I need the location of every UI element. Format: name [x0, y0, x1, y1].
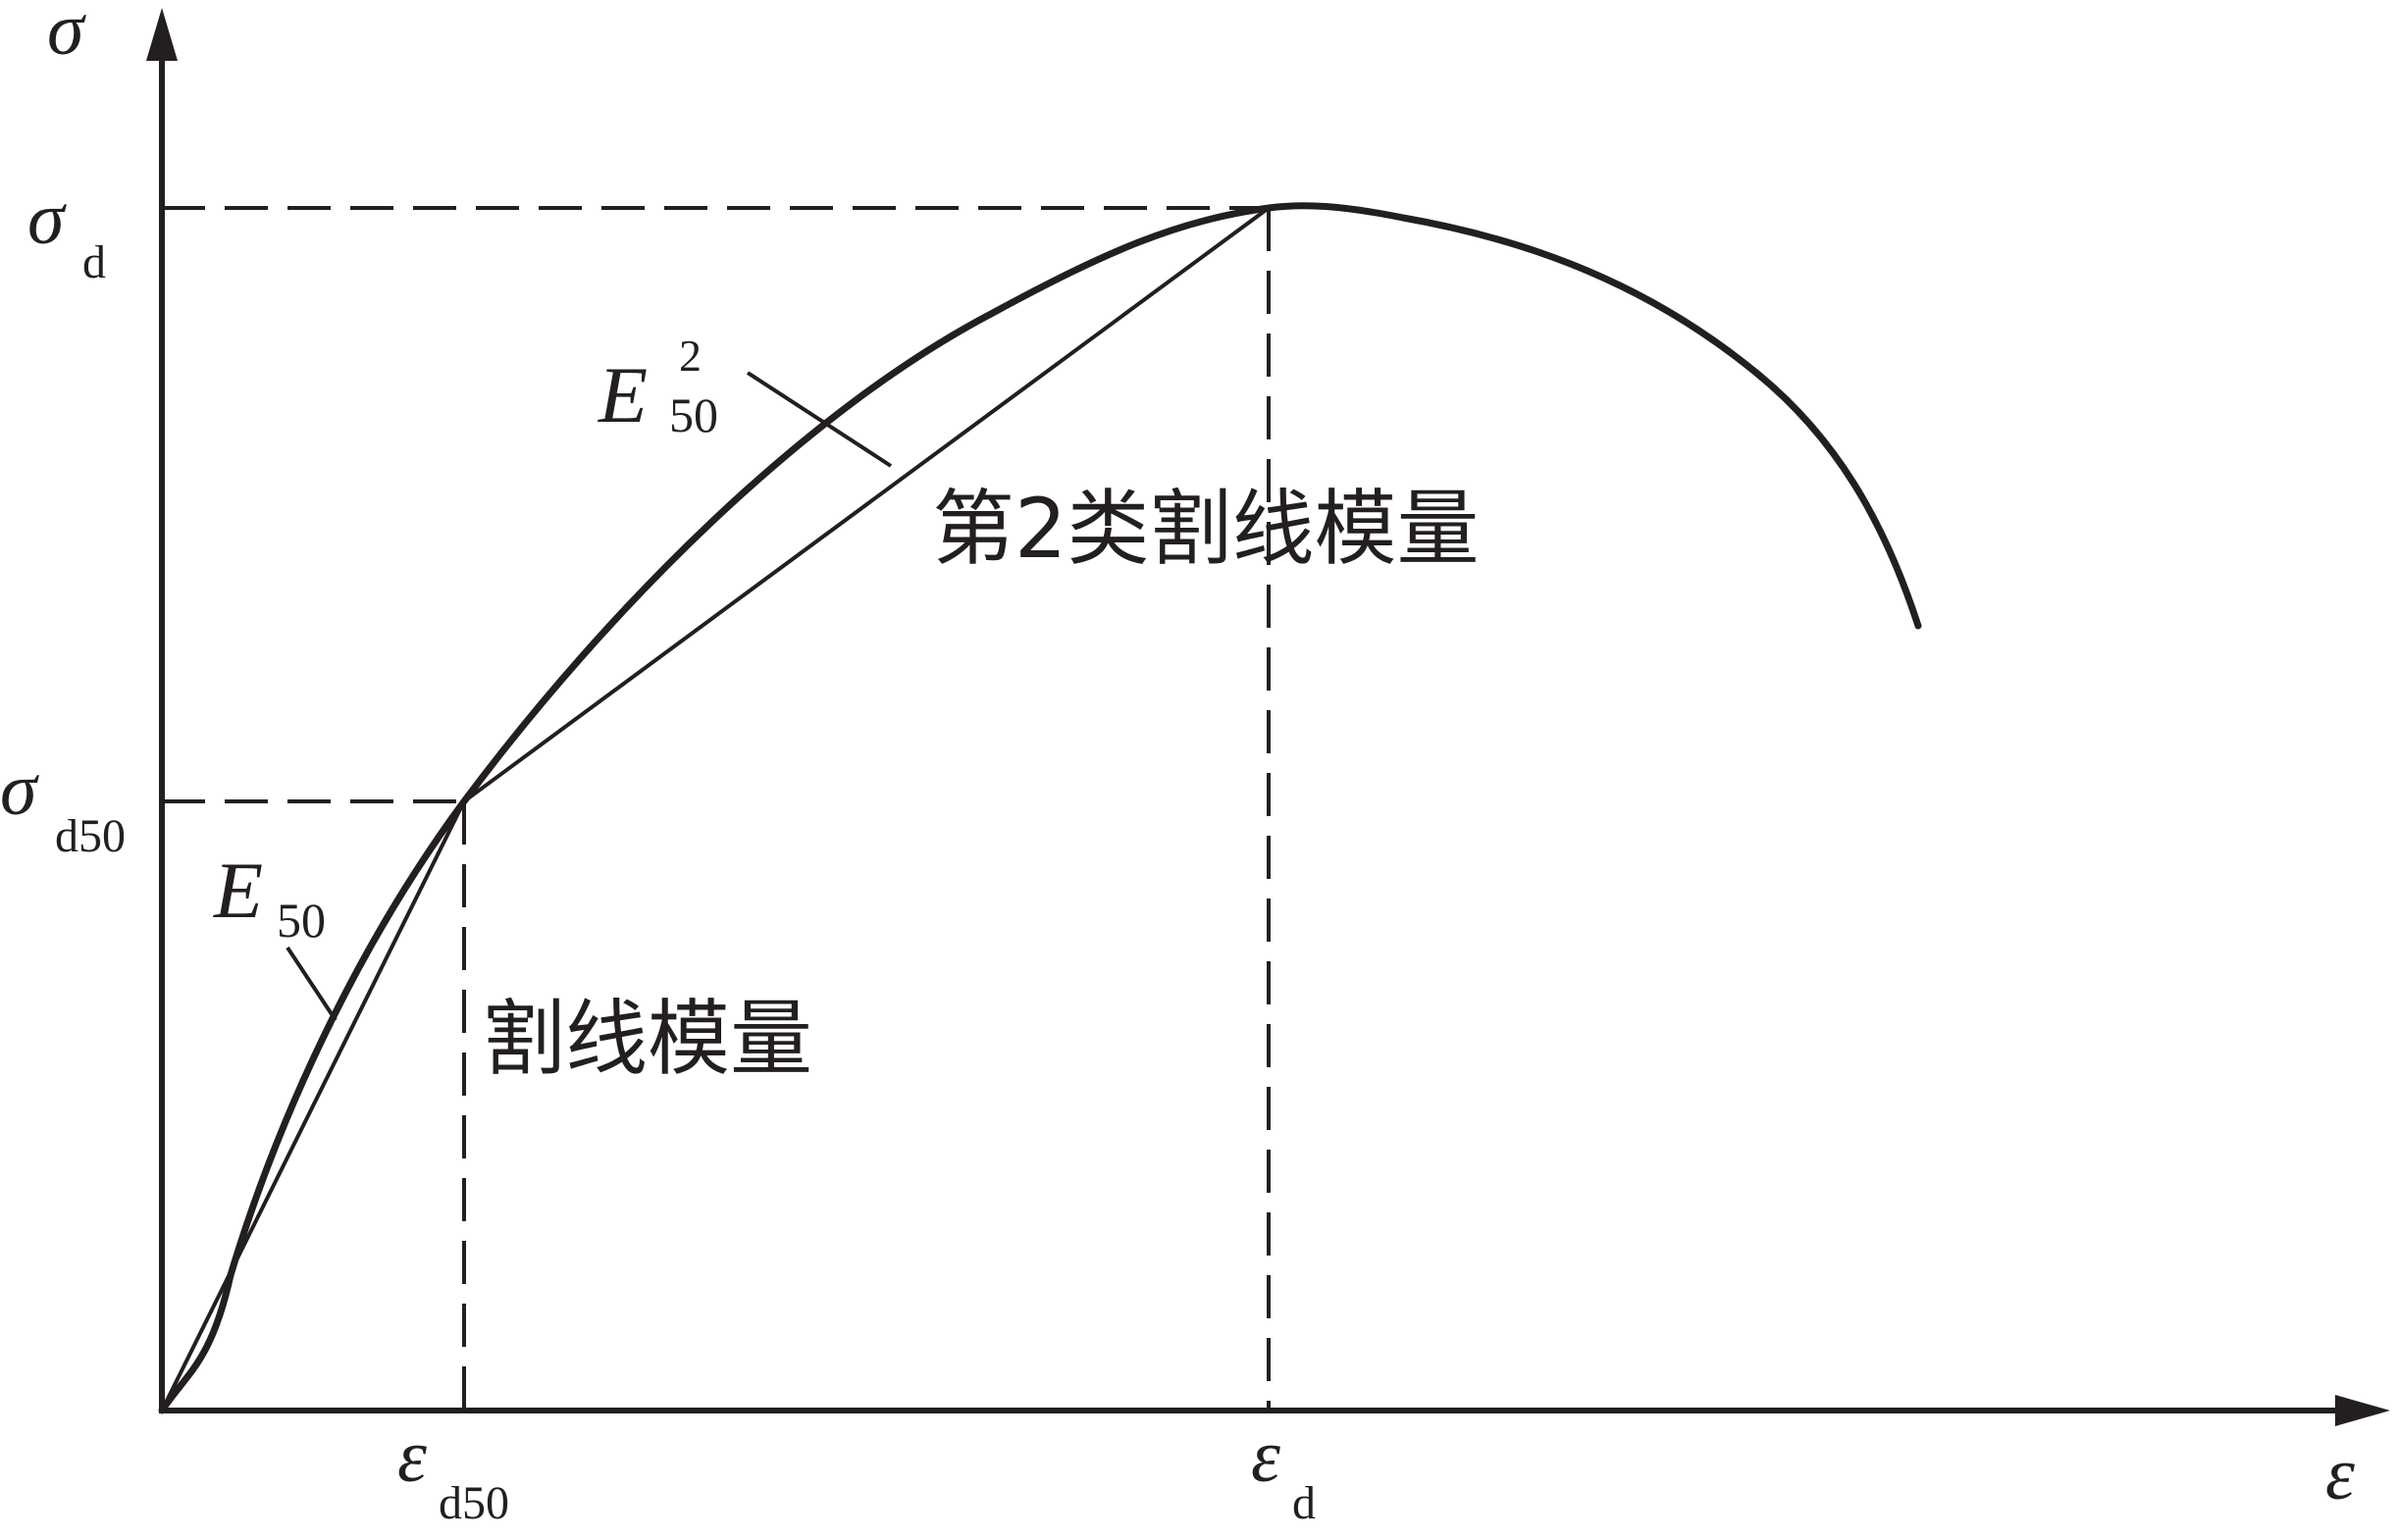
x-axis-symbol: ε	[2325, 1433, 2355, 1515]
x-axis-arrow	[2335, 1395, 2390, 1426]
secant-modulus-type2-label: 第2类割线模量	[932, 481, 1479, 577]
secant-line-e50	[160, 800, 466, 1412]
sigma-d-label: σd	[27, 178, 106, 288]
secant-modulus-label: 割线模量	[483, 991, 812, 1087]
eps-d50-label: εd50	[397, 1415, 509, 1529]
leader-line-e50	[286, 946, 338, 1022]
sigma-d50-label: σd50	[0, 748, 126, 862]
y-axis-arrow	[146, 8, 178, 61]
secant-line-e50-2	[462, 206, 1271, 803]
eps-d-label: εd	[1251, 1415, 1316, 1529]
leader-line-e50-2	[746, 371, 893, 468]
y-axis-symbol: σ	[47, 0, 86, 71]
stress-strain-curve	[158, 202, 1922, 1414]
